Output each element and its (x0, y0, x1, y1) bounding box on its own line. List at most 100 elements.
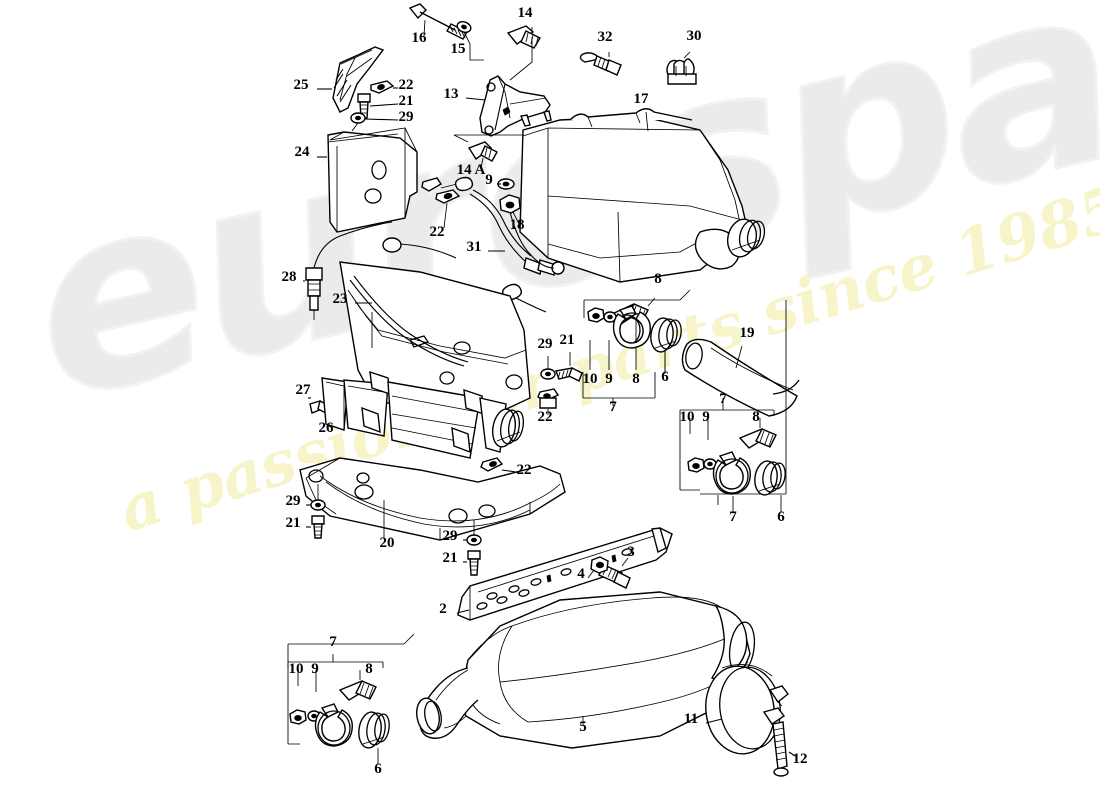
part-16-long-bolt (408, 3, 468, 40)
callout-number: 4 (577, 566, 585, 582)
callout-number: 31 (467, 239, 482, 255)
part-15-washer (456, 21, 472, 33)
callout-number: 22 (517, 462, 532, 478)
callout-number: 3 (627, 544, 635, 560)
callout-number: 12 (793, 751, 808, 767)
part-22-clip-middle (421, 176, 474, 204)
leader-11 (705, 718, 723, 724)
bracket-14A-dim (453, 134, 540, 143)
callout-number: 24 (295, 144, 311, 160)
callout-number: 7 (729, 509, 737, 525)
part-19-tailpipe (681, 338, 800, 417)
callout-number: 21 (560, 332, 575, 348)
part-32-connector (579, 52, 622, 76)
part-29-washer-mid (540, 368, 556, 380)
callout-number: 10 (583, 371, 598, 387)
callout-number: 19 (740, 325, 755, 341)
part-28-oxygen-sensor (305, 221, 457, 320)
callout-number: 8 (752, 409, 760, 425)
part-29-washer-shield (466, 534, 482, 546)
part-17-catalytic-muffler (519, 108, 766, 283)
part-12-clamp-screw (772, 721, 789, 777)
callout-number: 14 A (457, 162, 486, 178)
part-13-mounting-bracket (479, 75, 552, 137)
catalytic-converter-body (321, 370, 525, 459)
leader-22-middle (443, 202, 448, 229)
callout-number: 21 (286, 515, 301, 531)
callout-number: 6 (661, 369, 669, 385)
callout-number: 25 (294, 77, 309, 93)
callout-number: 29 (538, 336, 553, 352)
callout-number: 22 (538, 409, 553, 425)
part-14A-bolt (467, 141, 498, 169)
leader-22-shield20 (501, 469, 517, 473)
callout-number: 9 (485, 172, 493, 188)
callout-number: 20 (380, 535, 395, 551)
callout-number: 9 (702, 409, 710, 425)
part-21-bolt-left (311, 515, 325, 539)
leader-19 (735, 345, 743, 369)
callout-number: 2 (439, 601, 447, 617)
part-22-clip-upper (370, 80, 395, 94)
part-14-bolt (506, 25, 541, 49)
callout-number: 9 (311, 661, 319, 677)
leaders-22-21-29-upper (364, 87, 399, 121)
part-22-clip-shield20 (480, 457, 504, 472)
callout-number: 30 (687, 28, 702, 44)
callout-number: 29 (286, 493, 301, 509)
callout-number: 21 (443, 550, 458, 566)
leader-2 (456, 609, 470, 614)
callout-number: 9 (605, 371, 613, 387)
callout-number: 7 (329, 634, 337, 650)
callout-number: 17 (634, 91, 650, 107)
part-29-washer-upper (350, 112, 366, 124)
callout-number: 14 (518, 5, 534, 21)
callout-number: 15 (451, 41, 466, 57)
callout-number: 22 (430, 224, 445, 240)
leader-3 (621, 557, 629, 567)
part-21-bolt-mid (555, 367, 583, 382)
callout-number: 29 (443, 528, 458, 544)
callout-number: 6 (777, 509, 785, 525)
part-8-bolt-lower (338, 680, 377, 701)
part-22-clip-converter (537, 388, 560, 409)
leader-18 (512, 211, 520, 225)
part-20-lower-heat-shield (299, 457, 566, 541)
callout-number: 8 (365, 661, 373, 677)
part-7-clamp-lower (314, 703, 353, 747)
part-11-tailpipe-clamp (705, 664, 789, 755)
callout-number: 29 (399, 109, 414, 125)
leader-12 (788, 751, 796, 757)
callout-number: 32 (598, 29, 613, 45)
part-23-heat-shield-plate (339, 261, 531, 413)
callout-number: 23 (333, 291, 348, 307)
part-8-bolt-middle (738, 428, 777, 449)
leader-15 (463, 31, 484, 61)
callout-number: 27 (296, 382, 312, 398)
callout-number: 16 (412, 30, 428, 46)
part-10-nut-upper (587, 307, 605, 323)
callout-number: 22 (399, 77, 414, 93)
callout-number: 6 (374, 761, 382, 777)
callout-number: 26 (319, 420, 335, 436)
callout-number: 7 (719, 391, 727, 407)
part-6-seal-ring-lower (358, 711, 390, 749)
leader-29-to-24 (351, 122, 359, 132)
leader-14-line (509, 37, 533, 81)
callout-number: 28 (282, 269, 297, 285)
part-30-cable-clip (666, 51, 697, 85)
callout-number: 8 (654, 271, 662, 287)
part-25-upper-heat-shield (332, 46, 385, 113)
leader-13 (465, 97, 486, 101)
part-21-bolt-shield (467, 550, 481, 576)
callout-number: 10 (680, 409, 695, 425)
part-18-nut (499, 194, 521, 214)
part-6-seal-ring-upper (650, 317, 682, 353)
part-3-bolt (598, 564, 631, 589)
leader-17 (645, 111, 649, 132)
dimension-bracket-7-lower (287, 633, 415, 745)
dimension-bracket-7-middle (679, 300, 787, 505)
callout-number: 7 (609, 399, 617, 415)
